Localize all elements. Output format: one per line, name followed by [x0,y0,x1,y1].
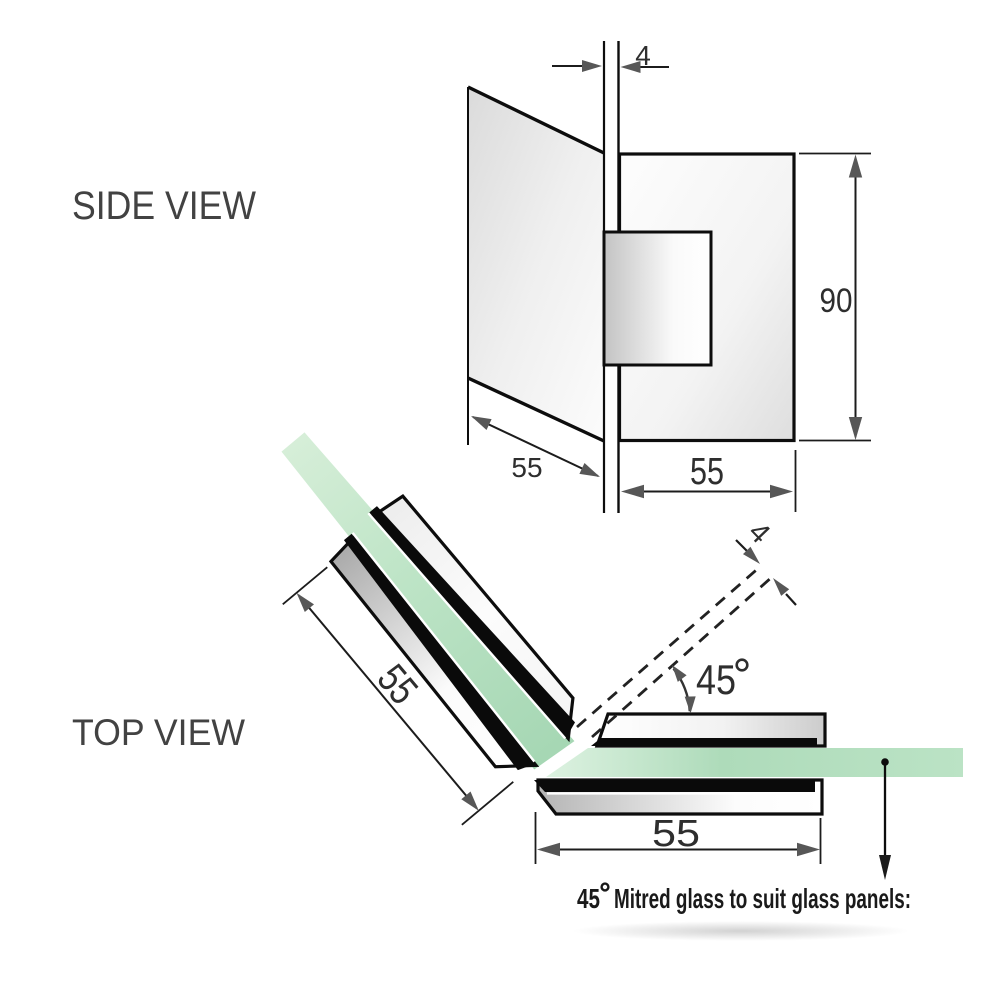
svg-text:55: 55 [511,452,542,483]
svg-text:4: 4 [635,40,651,71]
svg-text:45: 45 [696,656,736,703]
svg-text:55: 55 [652,813,700,855]
svg-text:SIDE VIEW: SIDE VIEW [72,184,256,228]
svg-text:55: 55 [690,451,724,493]
svg-text:90: 90 [820,282,853,320]
svg-text:45: 45 [577,883,600,914]
svg-text:Mitred glass to suit glass pan: Mitred glass to suit glass panels: [614,883,911,914]
svg-text:TOP VIEW: TOP VIEW [72,712,245,753]
